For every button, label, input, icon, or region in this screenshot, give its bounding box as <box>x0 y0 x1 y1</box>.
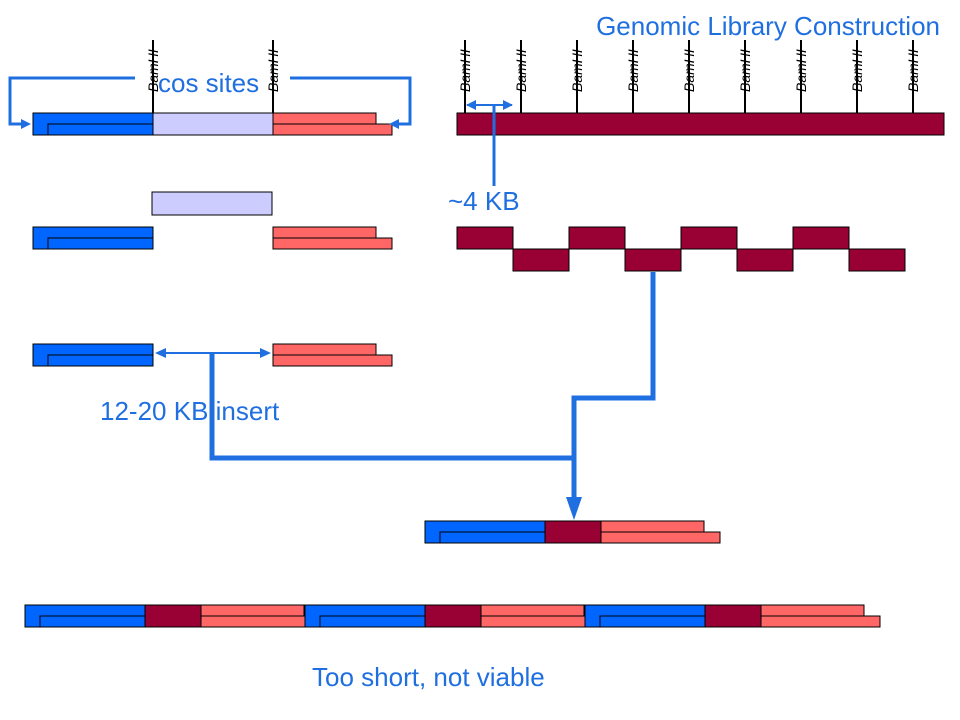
genomic-fragment <box>456 226 514 250</box>
vector-left-arm-offset <box>47 237 154 250</box>
cos-sites-label: cos sites <box>158 68 259 98</box>
vector-right-arm-offset <box>200 615 321 628</box>
digested-vector <box>32 191 393 250</box>
genomic-insert <box>544 520 602 544</box>
bamhi-label: BamHI <box>265 49 281 92</box>
genomic-fragment <box>680 226 738 250</box>
genomic-insert <box>144 604 202 628</box>
bamhi-label: BamHI <box>905 49 921 92</box>
bamhi-label: BamHI <box>849 49 865 92</box>
fragment-size-annotation: ~4 KB <box>448 100 520 216</box>
bamhi-label: BamHI <box>625 49 641 92</box>
vector-left-arm-offset <box>39 615 146 628</box>
bamhi-label: BamHI <box>513 49 529 92</box>
stuffer-fragment <box>151 191 273 216</box>
vector-left-arm-offset <box>319 615 426 628</box>
genomic-fragment <box>848 248 906 272</box>
vector-right-arm-offset <box>760 615 881 628</box>
genomic-fragments <box>456 226 906 272</box>
vector-bamhi-sites: BamHI BamHI <box>145 40 281 113</box>
bamhi-label: BamHI <box>145 49 161 92</box>
connector-from-insert <box>209 353 574 461</box>
bamhi-label: BamHI <box>737 49 753 92</box>
bamhi-label: BamHI <box>457 49 473 92</box>
vector-right-arm-offset <box>272 354 393 367</box>
vector-right-arm-offset <box>480 615 601 628</box>
vector-left-arm-offset <box>47 123 154 136</box>
vector-right-arm-offset <box>272 237 393 250</box>
bamhi-label: BamHI <box>681 49 697 92</box>
concatemer <box>24 604 881 628</box>
fragment-size-label: ~4 KB <box>448 186 520 216</box>
genomic-insert <box>704 604 762 628</box>
insert-size-annotation: 12-20 KB insert <box>100 348 280 426</box>
cos-sites-annotation: cos sites <box>8 68 412 129</box>
cosmid-vector <box>32 112 393 136</box>
genomic-fragment <box>512 248 570 272</box>
not-viable-label: Too short, not viable <box>312 662 545 692</box>
recombinant-cosmid <box>424 520 721 544</box>
genomic-dna <box>456 112 945 136</box>
genomic-bamhi-sites: BamHI BamHI BamHI BamHI BamHI BamHI BamHI BamHI… <box>457 40 921 113</box>
vector-left-arm-offset <box>439 531 546 544</box>
genomic-fragment <box>624 248 682 272</box>
bamhi-label: BamHI <box>793 49 809 92</box>
genomic-fragment <box>568 226 626 250</box>
cos-right-bracket <box>290 76 412 129</box>
genomic-fragment <box>736 248 794 272</box>
vector-right-arm-offset <box>272 123 393 136</box>
bamhi-label: BamHI <box>569 49 585 92</box>
vector-left-arm-offset <box>599 615 706 628</box>
connector-arrowhead <box>566 497 582 520</box>
vector-left-arm-offset <box>47 354 154 367</box>
insert-size-label: 12-20 KB insert <box>100 396 280 426</box>
vector-right-arm-offset <box>600 531 721 544</box>
vector-arms <box>32 343 393 367</box>
connector-from-fragment <box>571 272 656 500</box>
diagram-title: Genomic Library Construction <box>596 11 940 41</box>
genomic-fragment <box>792 226 850 250</box>
ligation-connectors <box>209 272 656 520</box>
stuffer-fragment <box>152 112 274 136</box>
genomic-insert <box>424 604 482 628</box>
cos-left-bracket <box>8 76 135 129</box>
